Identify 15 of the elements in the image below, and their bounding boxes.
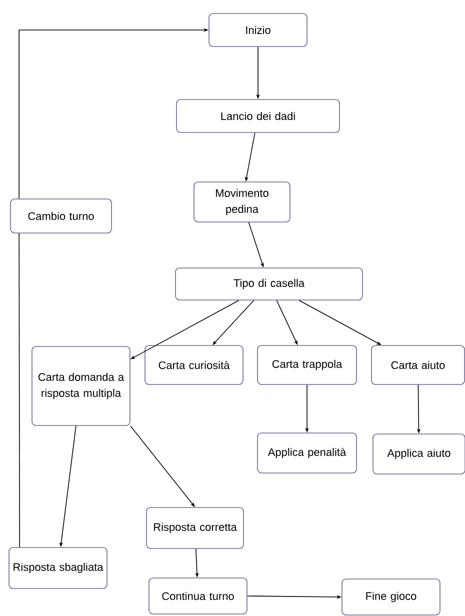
process-box: Tipo di casella bbox=[175, 268, 363, 300]
process-box: Carta aiuto bbox=[371, 345, 465, 385]
process-box: Lancio dei dadi bbox=[176, 99, 340, 133]
process-box: Continua turno bbox=[148, 578, 248, 614]
process-box: Fine gioco bbox=[342, 578, 440, 616]
process-box: Carta trappola bbox=[257, 345, 357, 385]
process-box: Carta domanda a risposta multipla bbox=[32, 346, 130, 426]
process-box: Cambio turno bbox=[10, 198, 112, 234]
process-box: Applica aiuto bbox=[372, 434, 465, 474]
process-box: Risposta corretta bbox=[146, 507, 244, 549]
process-box: Movimento pedina bbox=[194, 182, 290, 222]
process-box: Inizio bbox=[208, 13, 308, 47]
process-box: Carta curiosità bbox=[144, 345, 244, 385]
process-box: Applica penalità bbox=[257, 432, 357, 474]
process-box: Risposta sbagliata bbox=[8, 547, 108, 589]
